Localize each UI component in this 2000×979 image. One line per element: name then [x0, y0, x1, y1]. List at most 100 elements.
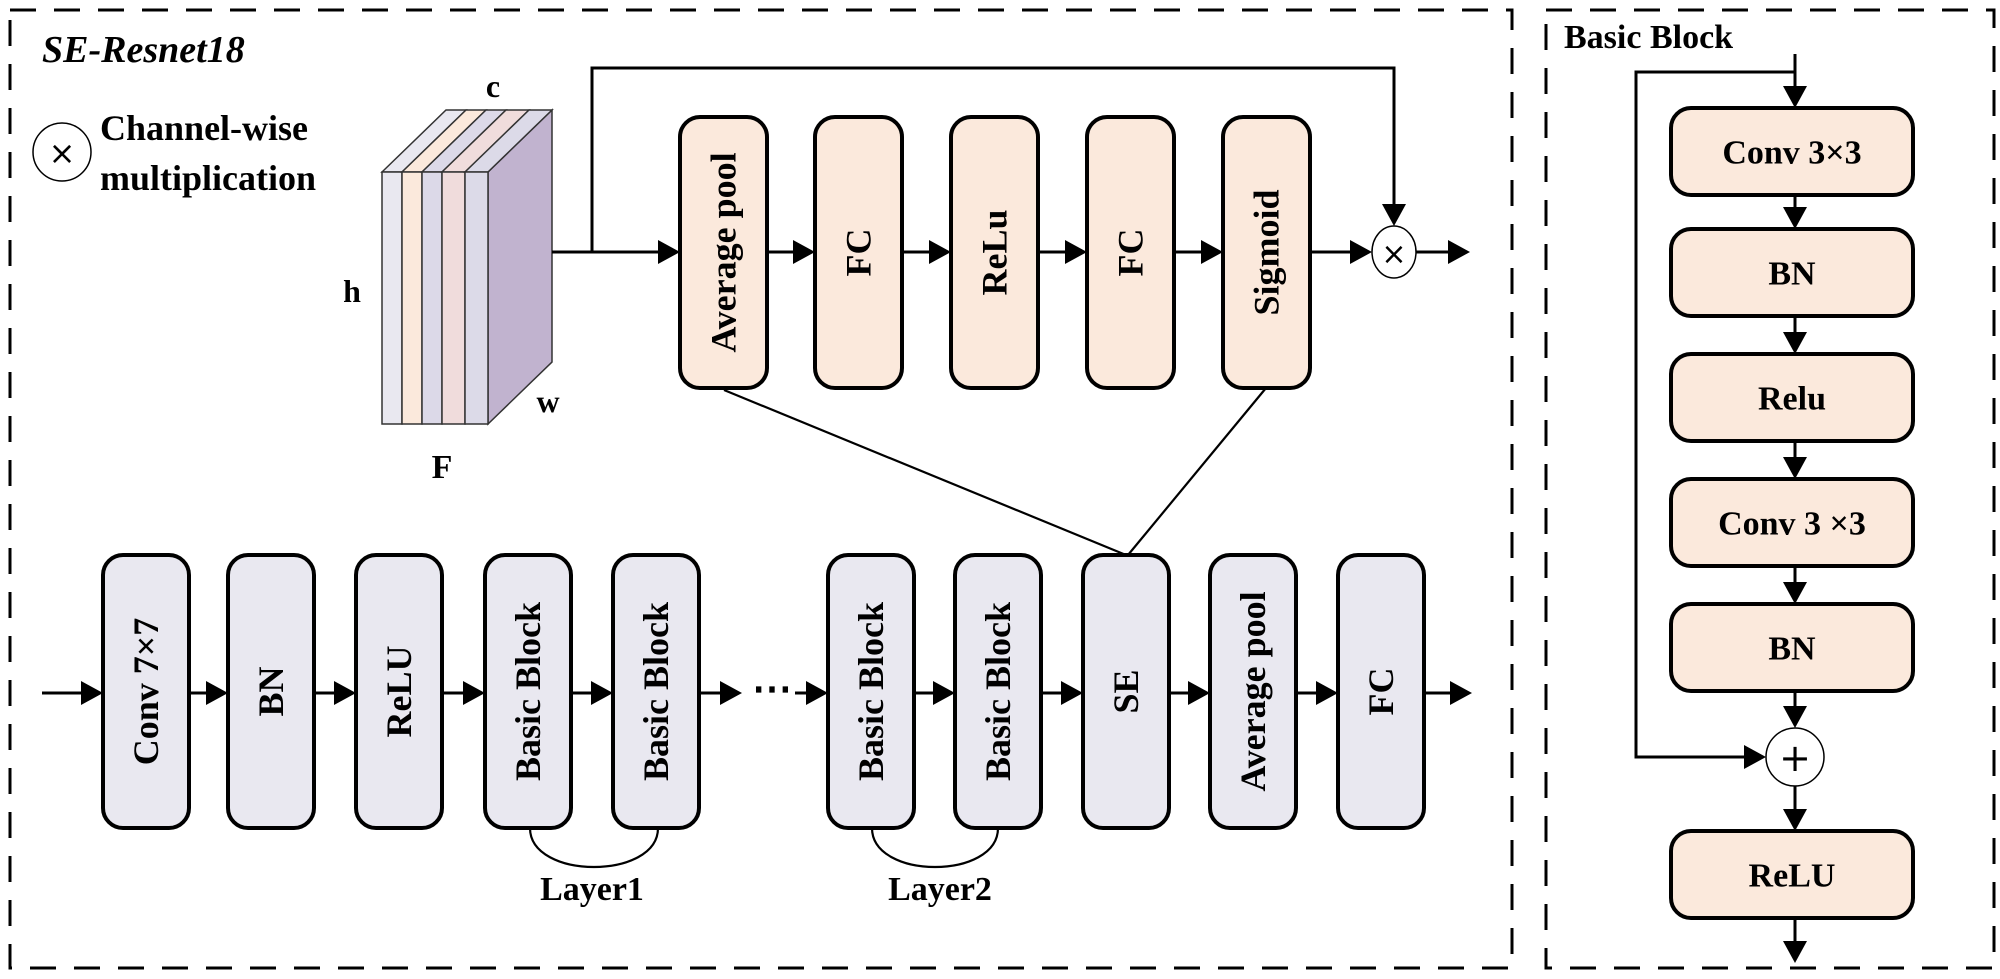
arrow-head-icon	[1188, 681, 1210, 705]
se-relu-label: ReLu	[975, 209, 1015, 295]
se-fc-2-label: FC	[1111, 229, 1151, 277]
average-pool-label: Average pool	[1233, 591, 1273, 791]
bb-relu-1-box	[1669, 352, 1915, 443]
se-block: SE	[1081, 553, 1171, 830]
arrow-head-icon	[1783, 582, 1807, 604]
se-detail-line-right	[1127, 387, 1267, 556]
tensor-label-h: h	[343, 273, 361, 309]
basic-block-title: Basic Block	[1564, 19, 1733, 56]
bb-conv3x3-2: Conv 3 ×3	[1669, 477, 1915, 568]
bb-relu-1: Relu	[1669, 352, 1915, 443]
layer1-basic-block-2: Basic Block	[611, 553, 701, 830]
arrow-head-icon	[206, 681, 228, 705]
bn-label: BN	[251, 666, 291, 716]
se-resnet18-title: SE-Resnet18	[42, 29, 245, 71]
se-sigmoid-box	[1221, 115, 1312, 390]
layer1-label: Layer1	[540, 871, 644, 908]
bb-conv3x3-2-label: Conv 3 ×3	[1718, 506, 1866, 543]
arrow-head-icon	[1382, 204, 1406, 226]
bb-relu-out-label: ReLU	[1749, 858, 1836, 895]
arrow-head-icon	[1061, 681, 1083, 705]
arrow-head-icon	[1316, 681, 1338, 705]
se-fc-2: FC	[1085, 115, 1176, 390]
arrow-head-icon	[658, 240, 680, 264]
backbone: Conv 7×7 BN ReLU Basic Block Basic Block Basi…	[101, 553, 1426, 830]
bb-bn-1-label: BN	[1768, 256, 1816, 293]
layer2-basic-block-1-box	[826, 553, 916, 830]
bb-bn-2-box	[1669, 602, 1915, 693]
layer2-basic-block-2-box	[953, 553, 1043, 830]
arrow-head-icon	[1201, 240, 1223, 264]
se-fc-1: FC	[813, 115, 904, 390]
se-block-label: SE	[1106, 669, 1146, 713]
bn-box	[226, 553, 316, 830]
layer2-basic-block-2: Basic Block	[953, 553, 1043, 830]
tensor-label-c: c	[486, 68, 500, 104]
fc-label: FC	[1361, 668, 1401, 716]
bb-conv3x3-2-box	[1669, 477, 1915, 568]
connectors	[42, 66, 1472, 869]
layer2-basic-block-2-label: Basic Block	[978, 602, 1018, 781]
residual-shortcut-line	[1634, 70, 1795, 759]
layer1-basic-block-2-box	[611, 553, 701, 830]
se-relu: ReLu	[949, 115, 1040, 390]
arrow-head-icon	[334, 681, 356, 705]
tensor-slice	[441, 171, 466, 425]
tensor-slice	[381, 171, 403, 425]
multiply-op-symbol: ×	[1381, 237, 1406, 272]
arrow-head-icon	[1783, 86, 1807, 108]
arrow-head-icon	[463, 681, 485, 705]
residual-add-node: +	[1765, 727, 1825, 787]
se-average-pool: Average pool	[678, 115, 769, 390]
average-pool: Average pool	[1208, 553, 1298, 830]
se-sigmoid-label: Sigmoid	[1247, 189, 1287, 315]
bb-conv3x3-1: Conv 3×3	[1669, 106, 1915, 197]
conv7x7-label: Conv 7×7	[126, 618, 166, 766]
arrow-head-icon	[929, 240, 951, 264]
layer2-basic-block-1-label: Basic Block	[851, 602, 891, 781]
arrow-head-icon	[1783, 457, 1807, 479]
channel-multiply-node: ×	[1371, 225, 1417, 279]
layer2-label: Layer2	[888, 871, 992, 908]
tensor-slice	[464, 171, 489, 425]
bb-conv3x3-1-box	[1669, 106, 1915, 197]
fc-box	[1336, 553, 1426, 830]
layer1-basic-block-1-box	[483, 553, 573, 830]
layer1-basic-block-1: Basic Block	[483, 553, 573, 830]
multiply-op-icon	[32, 122, 92, 182]
layer1-bracket	[528, 827, 660, 869]
arrow-head-icon	[591, 681, 613, 705]
arrow-head-icon	[81, 681, 103, 705]
arrow-head-icon	[1783, 809, 1807, 831]
se-detail-line-left	[723, 388, 1127, 557]
bb-relu-1-label: Relu	[1758, 381, 1826, 418]
arrow-head-icon	[720, 681, 742, 705]
arrow-head-icon	[806, 681, 828, 705]
fc: FC	[1336, 553, 1426, 830]
layer1-basic-block-1-label: Basic Block	[508, 602, 548, 781]
basic-block-panel	[1544, 8, 1996, 970]
legend-line1: Channel-wise	[100, 108, 308, 148]
arrow-head-icon	[1783, 706, 1807, 728]
bb-relu-out-box	[1669, 829, 1915, 920]
bb-bn-2: BN	[1669, 602, 1915, 693]
tensor-slice	[421, 171, 443, 425]
relu-box	[354, 553, 444, 830]
add-op-symbol: +	[1779, 736, 1811, 780]
arrow-head-icon	[1450, 681, 1472, 705]
arrow-head-icon	[1783, 941, 1807, 963]
se-block-box	[1081, 553, 1171, 830]
arrow-head-icon	[1065, 240, 1087, 264]
tensor-label-w: w	[536, 383, 559, 419]
se-average-pool-label: Average pool	[704, 152, 744, 352]
identity-skip-line	[590, 66, 1396, 252]
relu-label: ReLU	[379, 646, 419, 738]
legend-symbol: ×	[49, 134, 76, 172]
arrow-head-icon	[933, 681, 955, 705]
bb-conv3x3-1-label: Conv 3×3	[1722, 135, 1861, 172]
se-sigmoid: Sigmoid	[1221, 115, 1312, 390]
tensor-label-f: F	[432, 449, 453, 486]
bb-bn-1: BN	[1669, 227, 1915, 318]
se-resnet18-panel	[8, 8, 1514, 970]
